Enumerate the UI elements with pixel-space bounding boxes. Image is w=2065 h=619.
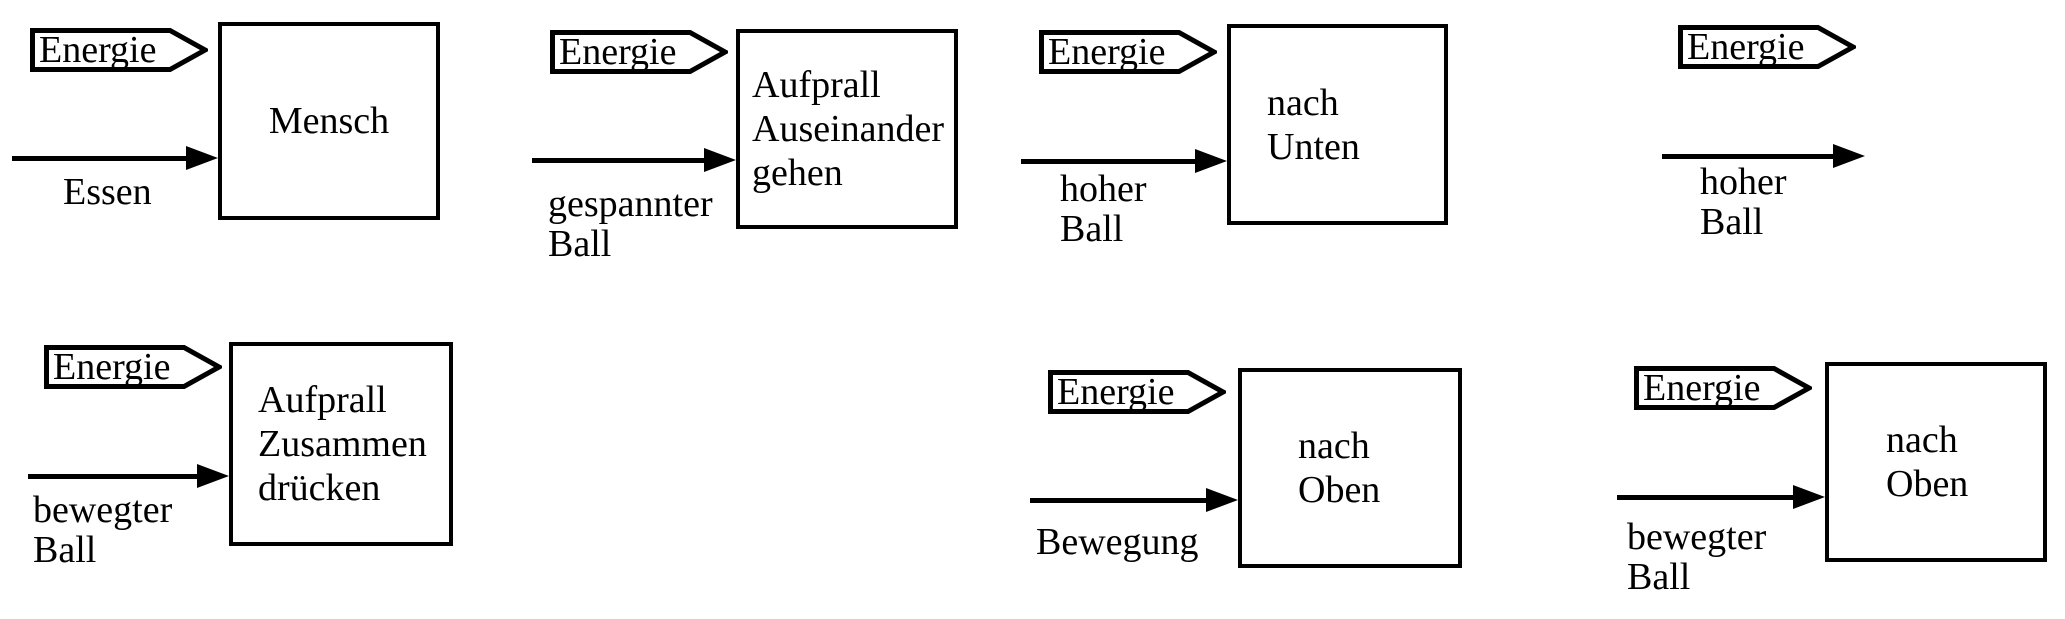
energie-tag-label: Energie: [559, 31, 677, 73]
arrow-shaft: [532, 158, 716, 163]
process-box-line: Aufprall: [752, 64, 881, 106]
arrow-label-line: Ball: [548, 223, 612, 265]
process-box-line: Oben: [1886, 463, 1969, 505]
pentagon-arrow-shape: [44, 345, 222, 389]
arrow-head: [1206, 488, 1238, 512]
arrow-head: [197, 464, 229, 488]
arrow-label-line: Bewegung: [1036, 521, 1199, 563]
process-box-line: nach: [1298, 425, 1370, 467]
input-arrow: [532, 148, 736, 172]
arrow-shaft: [1030, 498, 1218, 503]
process-box: Aufprall Auseinander gehen: [736, 29, 958, 229]
process-box: nach Oben: [1825, 362, 2047, 562]
arrow-label-line: bewegter: [1627, 516, 1767, 558]
arrow-head: [704, 148, 736, 172]
pentagon-arrow-shape: [1634, 366, 1812, 410]
input-arrow: [28, 464, 229, 488]
process-box-line: Auseinander: [752, 108, 945, 150]
arrow-shaft: [1662, 154, 1845, 159]
arrow-label-line: hoher: [1700, 161, 1787, 203]
arrow-shaft: [28, 474, 209, 479]
energie-tag-label: Energie: [39, 29, 157, 71]
arrow-label-line: Essen: [63, 171, 152, 213]
input-arrow: [12, 146, 218, 170]
input-arrow: [1021, 149, 1227, 173]
pentagon-arrow-shape: [1048, 370, 1226, 414]
pentagon-arrow-shape: [30, 28, 208, 72]
arrow-label-line: hoher: [1060, 168, 1147, 210]
arrow-label: bewegter Ball: [1627, 517, 1766, 597]
arrow-label: bewegter Ball: [33, 490, 172, 570]
process-box-line: Zusammen: [258, 423, 427, 465]
arrow-label-line: Ball: [33, 529, 97, 571]
arrow-label-line: Ball: [1627, 556, 1691, 598]
energie-tag-label: Energie: [1057, 371, 1175, 413]
arrow-shaft: [1617, 495, 1805, 500]
process-box-line: nach: [1886, 419, 1958, 461]
arrow-label: Bewegung: [1036, 522, 1199, 562]
process-box-line: Aufprall: [258, 379, 387, 421]
input-arrow: [1030, 488, 1238, 512]
energie-tag: Energie: [1678, 25, 1856, 69]
process-box-line: gehen: [752, 152, 843, 194]
input-arrow: [1617, 485, 1825, 509]
arrow-shaft: [12, 156, 198, 161]
process-box-line: Oben: [1298, 469, 1381, 511]
process-box: Aufprall Zusammen drücken: [229, 342, 453, 546]
process-box: Mensch: [218, 22, 440, 220]
energie-tag: Energie: [1039, 30, 1217, 74]
process-box-line: Unten: [1267, 125, 1360, 168]
energie-tag: Energie: [1048, 370, 1226, 414]
arrow-label-line: bewegter: [33, 489, 173, 531]
process-box-line: drücken: [258, 467, 381, 509]
arrow-head: [1793, 485, 1825, 509]
pentagon-arrow-shape: [550, 30, 728, 74]
arrow-head: [1195, 149, 1227, 173]
process-box-line: nach: [1267, 81, 1339, 124]
process-box-line: Mensch: [268, 100, 390, 142]
arrow-label-line: gespannter: [548, 183, 713, 225]
pentagon-arrow-shape: [1039, 30, 1217, 74]
arrow-label-line: Ball: [1060, 208, 1124, 250]
arrow-head: [1833, 144, 1865, 168]
arrow-head: [186, 146, 218, 170]
arrow-label: gespannter Ball: [548, 184, 713, 264]
process-box: nach Unten: [1227, 24, 1448, 225]
arrow-label-line: Ball: [1700, 201, 1764, 243]
energie-tag: Energie: [44, 345, 222, 389]
arrow-label: hoher Ball: [1060, 169, 1147, 249]
energie-tag-label: Energie: [1048, 31, 1166, 73]
energie-tag-label: Energie: [1643, 367, 1761, 409]
arrow-shaft: [1021, 159, 1207, 164]
input-arrow: [1662, 144, 1865, 168]
process-box: nach Oben: [1238, 368, 1462, 568]
energie-tag: Energie: [550, 30, 728, 74]
energie-tag: Energie: [30, 28, 208, 72]
energie-tag: Energie: [1634, 366, 1812, 410]
energie-tag-label: Energie: [1687, 26, 1805, 68]
arrow-label: Essen: [63, 172, 152, 212]
pentagon-arrow-shape: [1678, 25, 1856, 69]
arrow-label: hoher Ball: [1700, 162, 1787, 242]
energie-tag-label: Energie: [53, 346, 171, 388]
